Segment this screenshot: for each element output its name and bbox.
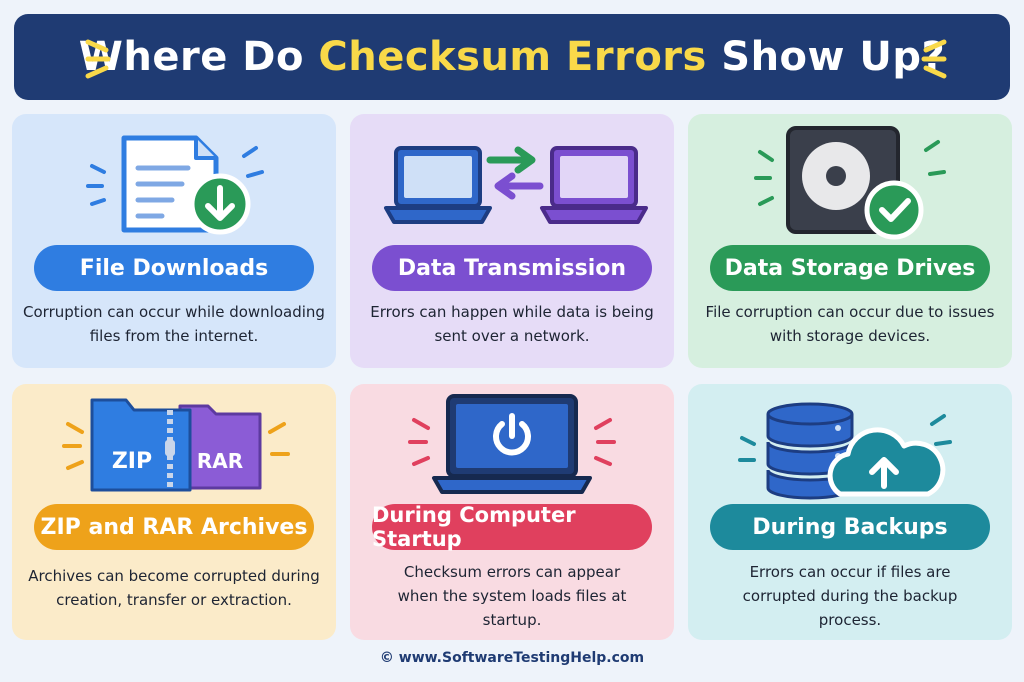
card-description: File corruption can occur due to issues … xyxy=(705,303,995,345)
sparkle-rays-left-icon xyxy=(85,39,111,79)
copyright-footer: © www.SoftwareTestingHelp.com xyxy=(379,650,645,666)
zip-label: ZIP xyxy=(112,449,152,474)
card-label-pill: During Computer Startup xyxy=(372,503,652,551)
card-file-downloads: File Downloads Corruption can occur whil… xyxy=(12,114,336,368)
card-description: Archives can become corrupted during cre… xyxy=(28,567,320,609)
card-label-pill: Data Storage Drives xyxy=(710,245,990,291)
card-description: Corruption can occur while downloading f… xyxy=(23,303,325,345)
card-label-pill: Data Transmission xyxy=(372,245,652,291)
card-description: Errors can happen while data is being se… xyxy=(370,303,654,345)
laptops-transfer-icon xyxy=(384,146,648,224)
card-label-pill: ZIP and RAR Archives xyxy=(34,504,314,550)
card-description: Errors can occur if files are corrupted … xyxy=(742,563,958,629)
card-zip-rar-archives: RAR ZIP ZIP and RAR Archives Archives ca… xyxy=(12,384,336,640)
title-part-1: Where Do xyxy=(78,34,319,80)
card-label-pill: File Downloads xyxy=(34,245,314,291)
rar-label: RAR xyxy=(197,449,243,473)
card-data-storage-drives: Data Storage Drives File corruption can … xyxy=(688,114,1012,368)
laptop-power-icon xyxy=(408,394,616,494)
card-data-transmission: Data Transmission Errors can happen whil… xyxy=(350,114,674,368)
title-banner: Where Do Checksum Errors Show Up? xyxy=(14,14,1010,100)
card-during-backups: During Backups Errors can occur if files… xyxy=(688,384,1012,640)
title-highlight: Checksum Errors xyxy=(318,34,707,80)
sparkle-rays-right-icon xyxy=(921,39,947,79)
archive-folders-icon: RAR ZIP xyxy=(62,398,290,492)
document-download-icon xyxy=(86,135,264,235)
page-title: Where Do Checksum Errors Show Up? xyxy=(79,34,945,80)
card-computer-startup: During Computer Startup Checksum errors … xyxy=(350,384,674,640)
card-label-pill: During Backups xyxy=(710,504,990,550)
title-part-2: Show Up? xyxy=(706,34,946,80)
database-cloud-upload-icon xyxy=(738,402,952,500)
card-description: Checksum errors can appear when the syst… xyxy=(397,563,627,629)
hard-drive-check-icon xyxy=(754,126,946,240)
